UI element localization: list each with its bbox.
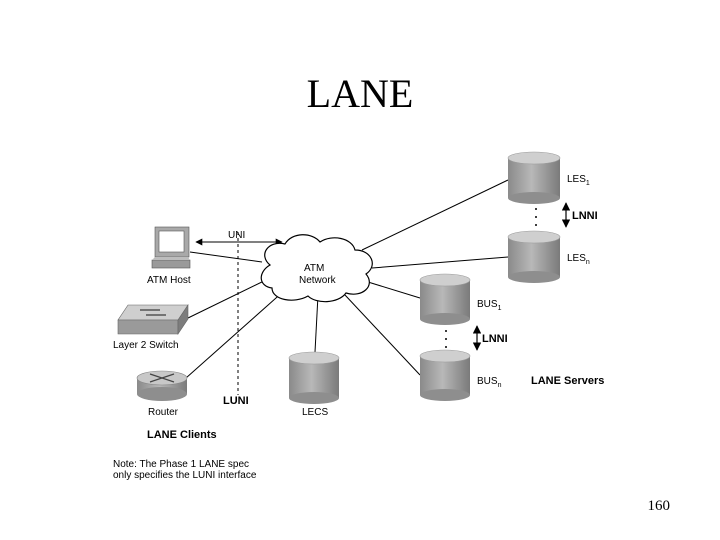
- lnni-top-label: LNNI: [572, 210, 598, 222]
- bus-ellipsis-dots: [445, 330, 447, 348]
- note-line-1: Note: The Phase 1 LANE spec: [113, 459, 249, 470]
- link-cloud-lecs: [314, 294, 319, 353]
- lecs-server-cylinder: [288, 351, 340, 404]
- atm-network-label-1: ATM: [304, 263, 324, 274]
- link-cloud-lesn: [371, 256, 509, 269]
- note-line-2: only specifies the LUNI interface: [113, 470, 257, 481]
- router-label: Router: [148, 407, 179, 418]
- lane-clients-label: LANE Clients: [147, 429, 217, 441]
- les1-server-cylinder: [507, 151, 561, 204]
- layer2-switch-label: Layer 2 Switch: [113, 340, 179, 351]
- link-cloud-busn: [344, 294, 421, 376]
- link-cloud-atm-host: [189, 251, 263, 263]
- layer2-switch-icon: [117, 304, 189, 335]
- les-ellipsis-dots: [535, 208, 537, 226]
- atm-network-label-2: Network: [299, 275, 337, 286]
- uni-label: UNI: [228, 230, 245, 241]
- busn-label: BUSn: [477, 376, 502, 389]
- bus1-label: BUS1: [477, 299, 502, 312]
- link-cloud-les1: [361, 179, 509, 251]
- atm-network-cloud: ATM Network: [260, 234, 373, 303]
- router-icon: [136, 370, 188, 401]
- lecs-label: LECS: [302, 407, 328, 418]
- lesn-label: LESn: [567, 253, 590, 266]
- les1-label: LES1: [567, 174, 590, 187]
- link-cloud-bus1: [367, 281, 421, 299]
- connection-lines: [185, 179, 509, 379]
- lesn-server-cylinder: [507, 230, 561, 283]
- link-cloud-switch: [187, 279, 267, 319]
- luni-label: LUNI: [223, 395, 249, 407]
- busn-server-cylinder: [419, 349, 471, 401]
- slide-title: LANE: [306, 71, 414, 116]
- page-number: 160: [647, 498, 671, 514]
- lane-servers-label: LANE Servers: [531, 375, 604, 387]
- atm-host-computer-icon: [151, 226, 191, 269]
- lnni-mid-label: LNNI: [482, 333, 508, 345]
- atm-host-label: ATM Host: [147, 275, 191, 286]
- bus1-server-cylinder: [419, 273, 471, 325]
- link-cloud-router: [185, 289, 286, 379]
